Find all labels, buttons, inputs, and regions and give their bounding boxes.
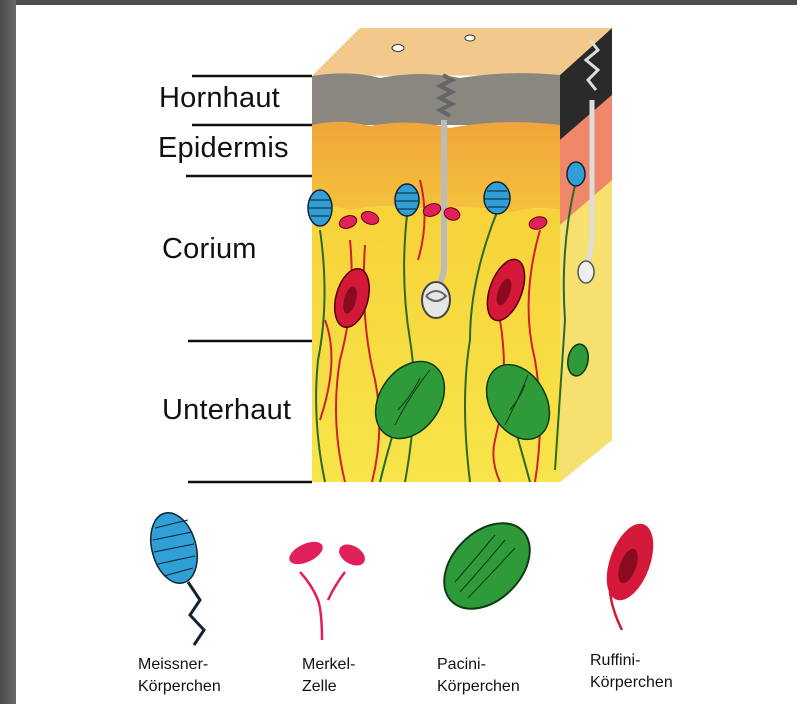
caption-line: Meissner- — [138, 654, 221, 676]
caption-line: Zelle — [302, 676, 355, 698]
caption-meissner: Meissner- Körperchen — [138, 654, 221, 698]
caption-line: Ruffini- — [590, 650, 673, 672]
label-corium: Corium — [162, 233, 257, 266]
legend-meissner-icon — [143, 508, 204, 645]
caption-merkel: Merkel- Zelle — [302, 654, 355, 698]
legend-merkel-icon — [286, 537, 369, 640]
pore — [392, 45, 404, 52]
caption-ruffini: Ruffini- Körperchen — [590, 650, 673, 694]
pore — [465, 35, 475, 41]
caption-pacini: Pacini- Körperchen — [437, 654, 520, 698]
label-unterhaut: Unterhaut — [162, 394, 291, 427]
caption-line: Pacini- — [437, 654, 520, 676]
label-epidermis: Epidermis — [158, 132, 289, 165]
caption-line: Körperchen — [138, 676, 221, 698]
legend-pacini-icon — [428, 507, 547, 626]
caption-line: Körperchen — [590, 672, 673, 694]
legend-ruffini-icon — [598, 518, 663, 630]
block-side-face — [560, 28, 612, 482]
caption-line: Körperchen — [437, 676, 520, 698]
caption-line: Merkel- — [302, 654, 355, 676]
label-hornhaut: Hornhaut — [159, 82, 280, 115]
